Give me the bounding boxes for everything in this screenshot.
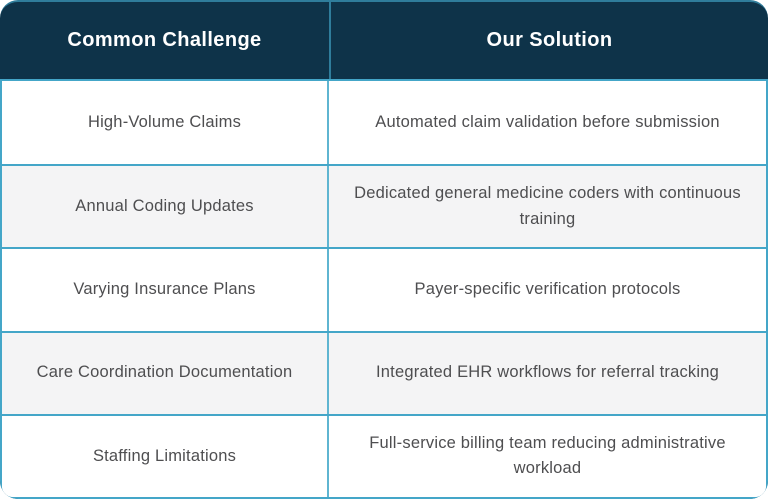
- table-row: Varying Insurance Plans Payer-specific v…: [2, 247, 766, 331]
- solution-text: Payer-specific verification protocols: [414, 280, 681, 299]
- challenge-text: Varying Insurance Plans: [73, 280, 256, 299]
- solution-cell: Payer-specific verification protocols: [329, 249, 766, 330]
- table-row: Care Coordination Documentation Integrat…: [2, 330, 766, 414]
- solution-cell: Automated claim validation before submis…: [329, 81, 766, 164]
- solution-text: Full-service billing team reducing admin…: [369, 433, 726, 478]
- challenge-cell: Varying Insurance Plans: [2, 249, 329, 331]
- challenge-cell: Staffing Limitations: [2, 415, 329, 497]
- header-label-common-challenge: Common Challenge: [67, 29, 262, 51]
- challenge-cell: Care Coordination Documentation: [2, 332, 329, 414]
- solution-text: Automated claim validation before submis…: [375, 112, 720, 131]
- solution-cell: Integrated EHR workflows for referral tr…: [329, 333, 766, 414]
- solution-cell: Full-service billing team reducing admin…: [329, 416, 766, 497]
- solution-text: Integrated EHR workflows for referral tr…: [376, 363, 719, 382]
- table-row: Staffing Limitations Full-service billin…: [2, 413, 766, 497]
- header-cell-our-solution: Our Solution: [331, 2, 768, 79]
- header-cell-common-challenge: Common Challenge: [0, 2, 331, 79]
- challenge-text: Care Coordination Documentation: [36, 363, 293, 382]
- solution-text: Dedicated general medicine coders with c…: [354, 184, 741, 228]
- challenge-text: Annual Coding Updates: [75, 197, 254, 215]
- table-body: High-Volume Claims Automated claim valid…: [0, 79, 768, 499]
- table-row: Annual Coding Updates Dedicated general …: [2, 164, 766, 248]
- table-row: High-Volume Claims Automated claim valid…: [2, 81, 766, 165]
- challenge-text: Staffing Limitations: [92, 446, 237, 465]
- header-label-our-solution: Our Solution: [486, 29, 613, 51]
- table-header: Common Challenge Our Solution: [0, 2, 768, 79]
- challenge-cell: High-Volume Claims: [2, 81, 329, 165]
- challenge-cell: Annual Coding Updates: [2, 166, 329, 248]
- challenge-text: High-Volume Claims: [87, 112, 242, 131]
- solution-cell: Dedicated general medicine coders with c…: [329, 166, 766, 247]
